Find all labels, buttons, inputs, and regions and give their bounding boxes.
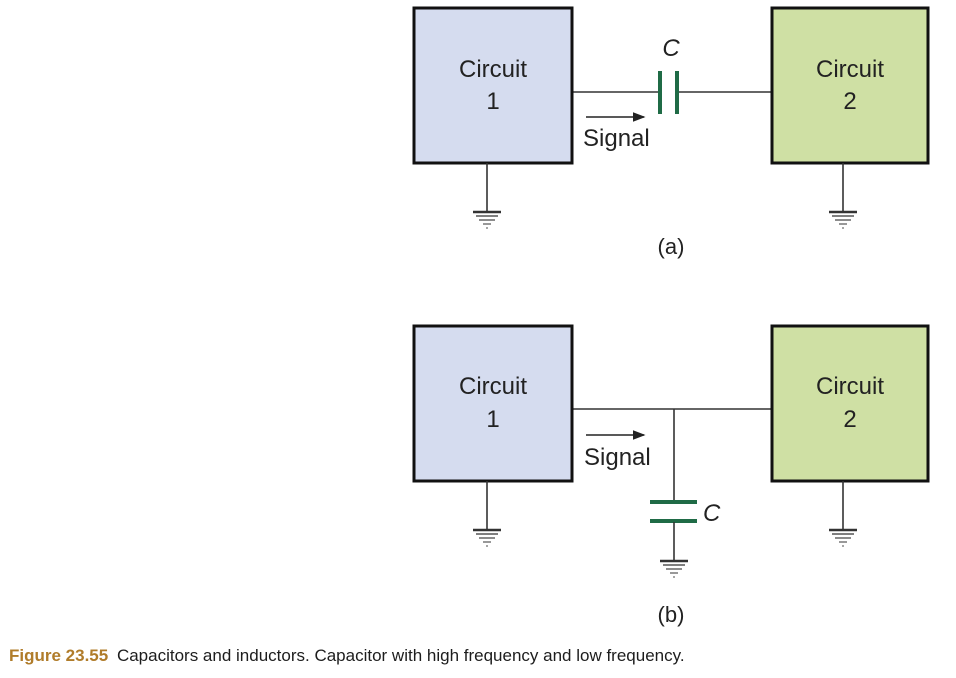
ground-icon (660, 522, 688, 578)
capacitor-symbol-b (650, 500, 697, 523)
signal-label-b: Signal (584, 444, 651, 471)
figure-number: Figure 23.55 (9, 646, 109, 665)
panel-b: C Circuit 1 Circuit 2 Signal (412, 324, 930, 627)
circuit-1-box-b (412, 324, 574, 483)
panel-label-b: (b) (658, 602, 685, 627)
panel-a: C Circuit 1 Circuit 2 Signal (412, 6, 930, 259)
ground-icon (829, 163, 857, 229)
panel-label-a: (a) (658, 234, 685, 259)
signal-label-a: Signal (583, 125, 650, 152)
circuit-1-number-a: 1 (486, 88, 499, 115)
circuit-2-number-a: 2 (843, 88, 856, 115)
capacitor-label-b: C (703, 500, 721, 527)
circuit-2-label-a: Circuit (816, 56, 884, 83)
ground-icon (473, 481, 501, 547)
ground-icon (829, 481, 857, 547)
capacitor-symbol-a (658, 71, 679, 114)
caption-text: Capacitors and inductors. Capacitor with… (116, 646, 685, 665)
ground-icon (473, 163, 501, 229)
capacitor-label-a: C (662, 35, 680, 62)
circuit-2-label-b: Circuit (816, 373, 884, 400)
circuit-2-number-b: 2 (843, 406, 856, 433)
circuit-2-box-a (770, 6, 930, 165)
figure-caption: Figure 23.55 Capacitors and inductors. C… (9, 646, 685, 666)
circuit-1-label-b: Circuit (459, 373, 527, 400)
circuit-1-number-b: 1 (486, 406, 499, 433)
circuit-diagram: C Circuit 1 Circuit 2 Signal (412, 6, 930, 627)
circuit-1-label-a: Circuit (459, 56, 527, 83)
circuit-2-box-b (770, 324, 930, 483)
circuit-1-box-a (412, 6, 574, 165)
